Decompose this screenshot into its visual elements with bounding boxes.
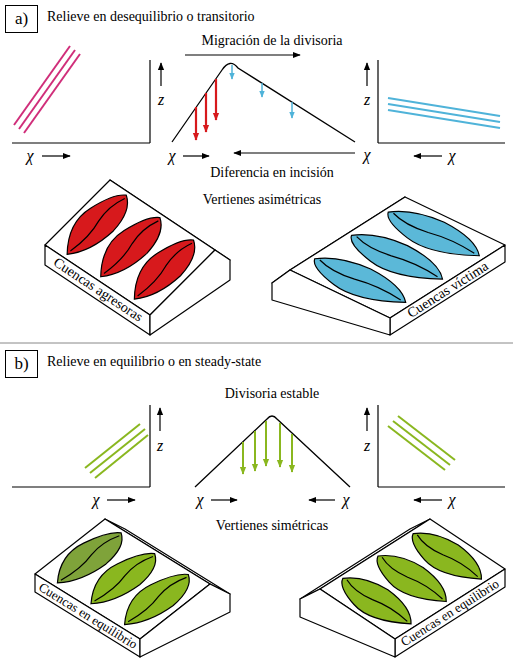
arrow-label: Migración de la divisoria <box>201 33 342 48</box>
profile-line <box>90 429 145 473</box>
channel <box>68 196 125 252</box>
panel-letter: a) <box>5 5 38 33</box>
basin-label: Cuencas víctima <box>404 258 491 321</box>
profile-line <box>388 110 500 128</box>
axis-label: χ <box>342 491 349 509</box>
channel <box>353 236 439 278</box>
axis-label: χ <box>448 147 455 165</box>
basin-label: Cuencas en equilibrio <box>398 576 502 650</box>
incision-arrow <box>242 442 244 474</box>
basin <box>110 565 202 633</box>
axis-label: z <box>157 437 163 455</box>
incision-arrow <box>205 93 207 132</box>
x-axis <box>378 142 505 143</box>
incision-arrow <box>279 423 281 467</box>
axis-label: χ <box>168 147 175 165</box>
profile-line <box>85 424 140 468</box>
incision-arrow <box>261 83 263 97</box>
channel <box>390 213 476 255</box>
panel-letter: b) <box>5 350 38 378</box>
basin-label: Cuencas en equilibrio <box>35 579 140 652</box>
panel-divider <box>0 343 513 344</box>
x-axis <box>12 486 150 487</box>
incision-arrow <box>291 102 293 118</box>
y-axis <box>377 405 378 487</box>
chi-arrow <box>414 499 442 500</box>
basin-label: Cuencas agresoras <box>50 255 145 326</box>
chi-arrow <box>107 499 135 500</box>
panel-title: Relieve en desequilibrio o transitorio <box>47 9 255 24</box>
block-face-label: Cuencas en equilibrio <box>29 575 146 657</box>
chi-arrow <box>183 155 209 156</box>
incision-arrow <box>195 107 197 140</box>
channel <box>59 534 120 581</box>
channel <box>316 260 402 302</box>
z-arrow <box>160 63 161 86</box>
divide-profile <box>172 63 355 142</box>
incision-arrow <box>254 431 256 471</box>
profile-line <box>95 435 148 478</box>
basin <box>372 203 494 266</box>
x-axis <box>378 486 505 487</box>
channel <box>414 535 479 578</box>
divide-profile <box>195 416 350 487</box>
incision-arrow <box>291 434 293 472</box>
slope-label: Vertienes simétricas <box>216 518 328 533</box>
channel <box>343 580 408 623</box>
z-arrow <box>366 63 367 86</box>
z-arrow <box>159 408 160 431</box>
axis-label: χ <box>196 491 203 509</box>
channel <box>379 557 444 600</box>
slope-label: Vertienes asimétricas <box>203 192 322 207</box>
profile-line <box>14 46 70 125</box>
profile-line <box>393 421 450 465</box>
channel <box>126 575 187 622</box>
channel <box>135 241 192 297</box>
chi-arrow <box>234 152 355 153</box>
chi-arrow <box>211 499 237 500</box>
z-arrow <box>366 408 367 431</box>
incision-arrow <box>215 79 217 120</box>
divide-label: Divisoria estable <box>225 386 319 401</box>
panel-letter-text: b) <box>14 354 28 374</box>
chi-arrow <box>42 155 70 156</box>
profile-line <box>24 54 80 133</box>
incision-arrow <box>231 65 233 79</box>
axis-label: z <box>364 437 370 455</box>
channel <box>92 555 153 602</box>
y-axis <box>377 60 378 143</box>
axis-label: χ <box>26 147 33 165</box>
x-axis <box>12 142 150 143</box>
y-axis <box>149 60 150 143</box>
profile-line <box>19 50 75 129</box>
axis-label: χ <box>92 491 99 509</box>
chi-arrow <box>414 155 442 156</box>
axis-label: z <box>364 91 370 109</box>
axis-label: χ <box>363 146 370 164</box>
incision-arrow <box>265 421 267 466</box>
migration-arrow <box>185 54 300 55</box>
profile-line <box>398 416 455 460</box>
panel-letter-text: a) <box>15 9 28 29</box>
block-face-label: Cuencas en equilibrio <box>390 570 511 656</box>
panel-title: Relieve en equilibrio o en steady-state <box>47 354 261 369</box>
arrow-label: Diferencia en incisión <box>210 165 334 180</box>
block-face-label: Cuencas agresoras <box>38 246 157 335</box>
channel <box>102 219 159 275</box>
y-axis <box>149 405 150 487</box>
axis-label: χ <box>448 491 455 509</box>
chi-arrow <box>309 499 335 500</box>
profile-line <box>388 426 445 470</box>
block-face-label: Cuencas víctima <box>385 245 511 335</box>
axis-label: z <box>158 91 164 109</box>
